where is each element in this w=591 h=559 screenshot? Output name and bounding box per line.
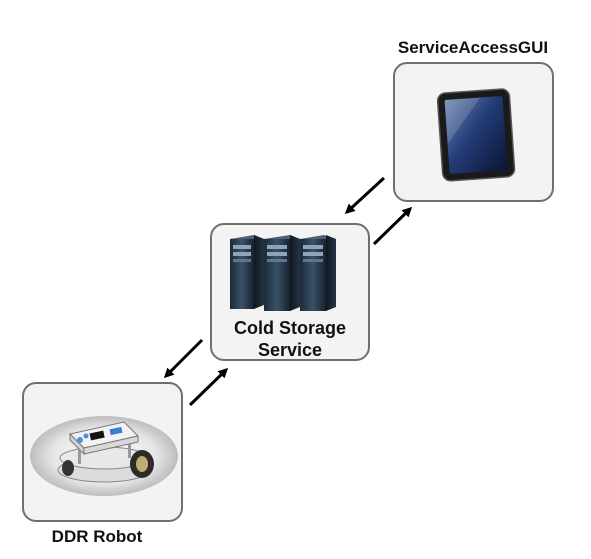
arrow-gui-to-storage (344, 176, 386, 215)
gui-node[interactable] (393, 62, 554, 202)
tablet-icon (436, 88, 516, 182)
robot-icon (30, 416, 178, 496)
cold-storage-node[interactable]: Cold Storage Service (210, 223, 370, 361)
arrow-storage-to-robot (163, 338, 204, 379)
ddr-robot-label: DDR Robot (51, 527, 143, 546)
arrow-robot-to-storage (188, 367, 229, 407)
cold-storage-label-line1: Cold Storage (233, 318, 346, 338)
server-rack-icon (230, 235, 336, 311)
cold-storage-label-line2: Service (257, 340, 323, 360)
arrow-storage-to-gui (372, 206, 413, 246)
gui-label: ServiceAccessGUI (397, 38, 549, 57)
ddr-robot-node[interactable] (22, 382, 183, 522)
